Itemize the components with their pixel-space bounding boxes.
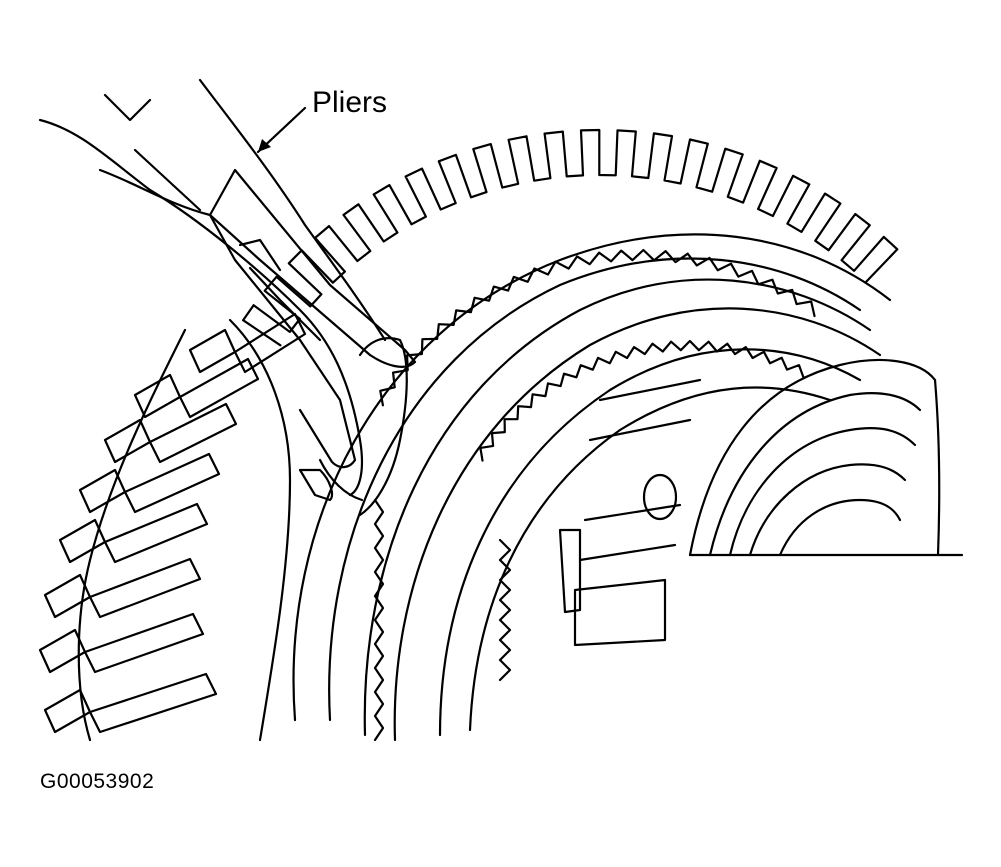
spline-ring-teeth (380, 250, 814, 405)
spline-ring (375, 250, 815, 740)
helical-gear (40, 314, 305, 740)
helical-gear-tooth (105, 420, 150, 462)
inner-gear (480, 341, 803, 680)
helical-gear-tooth (60, 520, 105, 562)
helical-gear-tooth-face (180, 359, 258, 417)
helical-gear-tooth-face (105, 504, 207, 562)
pliers (40, 80, 415, 500)
helical-gear-tooth-face (90, 559, 200, 617)
helical-gear-tooth (190, 330, 235, 372)
helical-gear-tooth (45, 575, 90, 617)
gear-rings (294, 234, 890, 740)
snap-ring (320, 338, 407, 515)
figure-id: G00053902 (40, 770, 155, 793)
helical-gear-tooth-face (150, 404, 236, 462)
top-gear-tooth-profile (243, 130, 897, 345)
inner-gear-teeth (480, 341, 803, 461)
helical-gear-tooth-face (235, 314, 305, 372)
output-shaft-hub (560, 360, 962, 645)
helical-gear-rim (79, 330, 185, 740)
helical-gear-tooth-face (90, 674, 216, 732)
helical-gear-tooth (80, 470, 125, 512)
helical-gear-tooth (135, 375, 180, 417)
pliers-callout-label: Pliers (312, 86, 388, 119)
spline-ring-edge-teeth (375, 500, 383, 740)
top-gear-teeth (243, 130, 897, 345)
callout-arrowhead (258, 139, 271, 152)
helical-gear-face (230, 320, 290, 740)
helical-gear-tooth-face (125, 454, 219, 512)
inner-gear-edge-teeth (500, 540, 510, 680)
helical-gear-tooth-face (85, 614, 203, 672)
helical-gear-tooth (40, 630, 85, 672)
helical-gear-tooth (45, 690, 90, 732)
